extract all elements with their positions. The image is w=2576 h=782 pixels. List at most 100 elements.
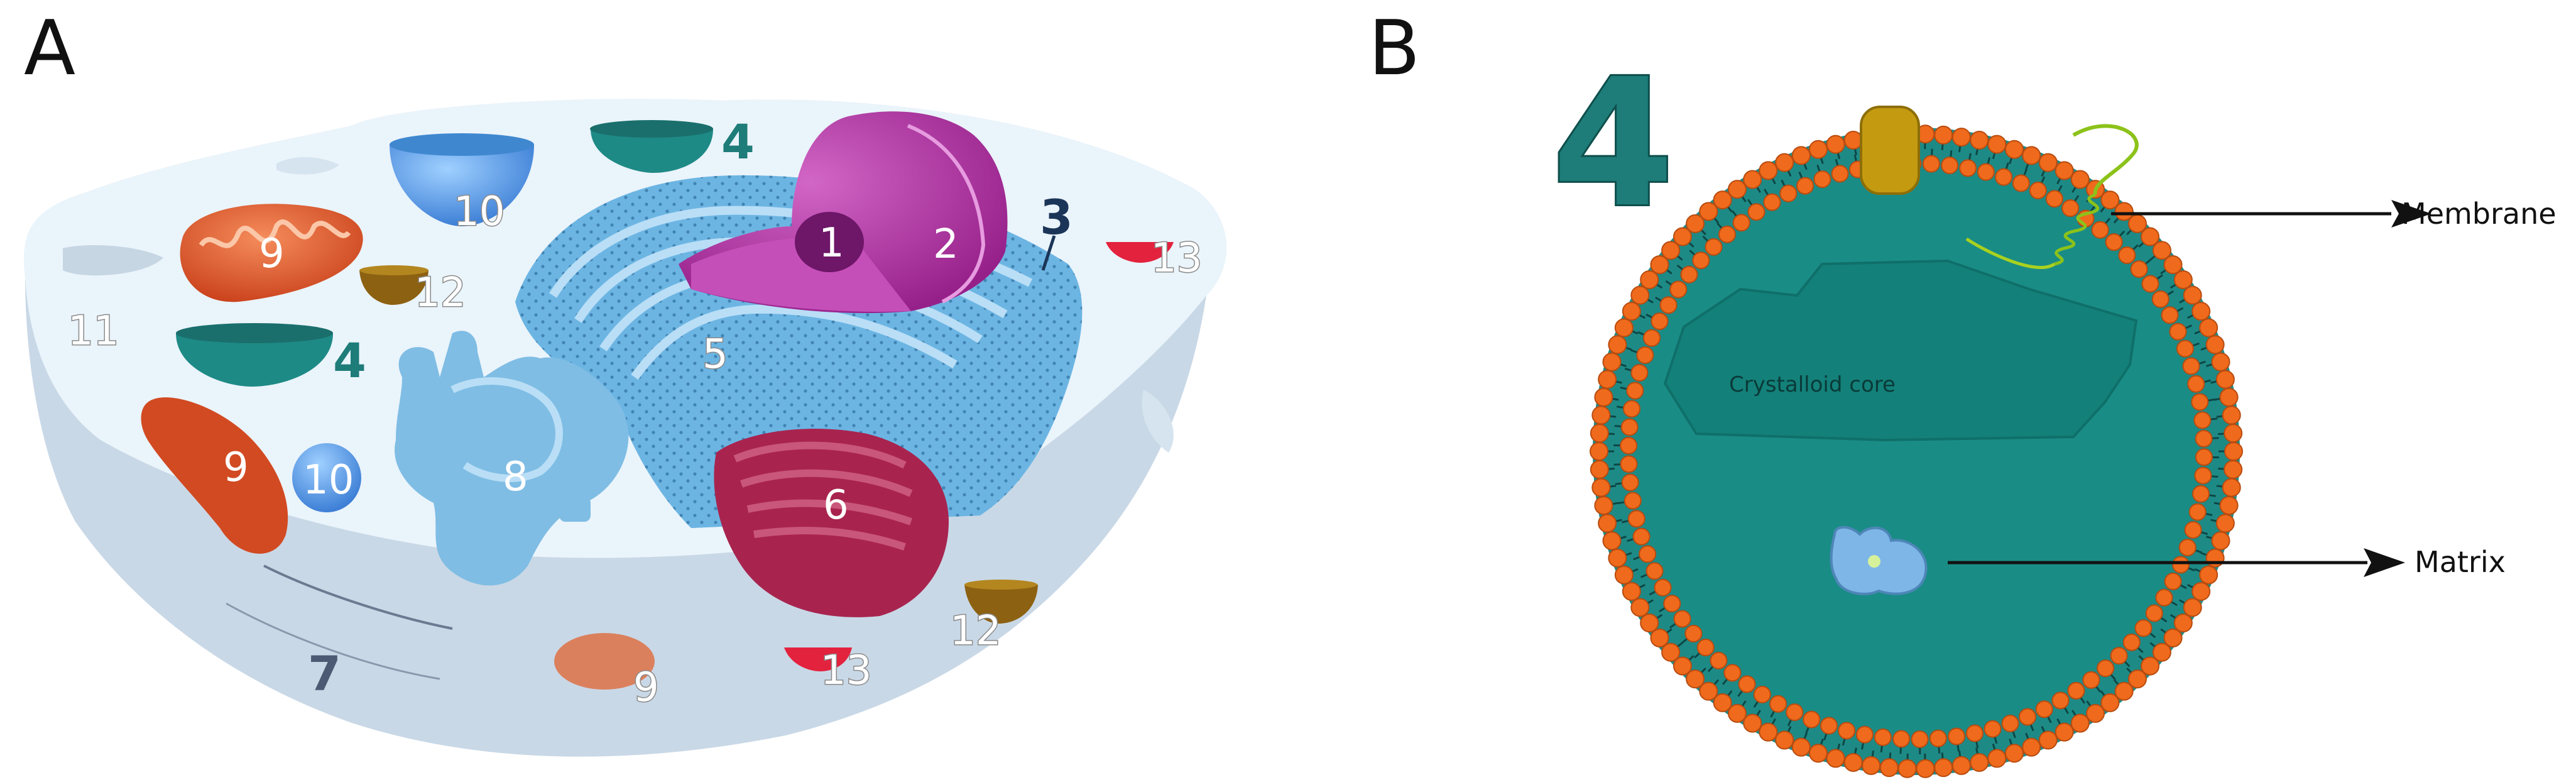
membrane-protein bbox=[1860, 106, 1920, 195]
lipid-head bbox=[2051, 691, 2070, 710]
membrane-label: Membrane bbox=[2401, 197, 2557, 231]
lipid-head bbox=[1696, 638, 1715, 656]
lipid-head bbox=[2183, 285, 2202, 305]
lipid-head bbox=[1769, 695, 1787, 713]
lipid-head bbox=[2224, 460, 2243, 479]
lipid-head bbox=[1630, 598, 1650, 617]
lipid-head bbox=[1621, 473, 1639, 492]
label-centrosome-top: 13 bbox=[1151, 235, 1202, 282]
lipid-head bbox=[1916, 759, 1935, 778]
lipid-head bbox=[1608, 335, 1627, 355]
lipid-head bbox=[2211, 531, 2230, 551]
lipid-head bbox=[2183, 598, 2202, 617]
lipid-head bbox=[1650, 255, 1669, 275]
lipid-head bbox=[2045, 190, 2063, 208]
lipid-head bbox=[1892, 730, 1911, 748]
lipid-head bbox=[1995, 168, 2013, 186]
lipid-head bbox=[2110, 647, 2128, 665]
lipid-head bbox=[1813, 170, 1831, 189]
lipid-head bbox=[1602, 352, 1622, 372]
lipid-head bbox=[1759, 722, 1778, 742]
lipid-head bbox=[2155, 588, 2173, 607]
lipid-head bbox=[1718, 225, 1736, 243]
lipid-head bbox=[1723, 664, 1742, 682]
lipid-head bbox=[1624, 492, 1642, 510]
label-vacuole-left: 10 bbox=[303, 457, 354, 504]
label-nucleolus: 1 bbox=[819, 220, 844, 267]
peroxisome-big-number: 4 bbox=[1552, 41, 1674, 246]
matrix-label: Matrix bbox=[2415, 545, 2506, 579]
lipid-head bbox=[1713, 190, 1732, 210]
lipid-head bbox=[1686, 669, 1705, 689]
lipid-head bbox=[1630, 363, 1649, 382]
lipid-head bbox=[2191, 393, 2209, 411]
lipid-head bbox=[2122, 633, 2141, 651]
lipid-head bbox=[1591, 405, 1611, 425]
lipid-head bbox=[2105, 233, 2123, 251]
lipid-head bbox=[1692, 251, 1710, 270]
lipid-head bbox=[1826, 135, 1845, 154]
label-mito-top: 9 bbox=[259, 231, 285, 277]
lysosome-bottom bbox=[964, 580, 1038, 624]
lipid-head bbox=[1623, 400, 1641, 418]
lipid-head bbox=[2141, 275, 2159, 293]
panel-a-letter: A bbox=[24, 5, 75, 92]
lipid-head bbox=[2215, 370, 2235, 389]
lipid-head bbox=[1651, 312, 1669, 331]
lipid-head bbox=[1727, 703, 1747, 723]
lipid-head bbox=[1663, 595, 1681, 613]
lipid-head bbox=[2082, 671, 2100, 689]
lipid-head bbox=[2035, 700, 2053, 719]
label-nucleus: 2 bbox=[933, 221, 959, 268]
lipid-head bbox=[1897, 759, 1917, 778]
lipid-head bbox=[1590, 460, 1609, 479]
lipid-head bbox=[1713, 693, 1732, 712]
lipid-head bbox=[1598, 370, 1617, 389]
lipid-head bbox=[2219, 496, 2239, 515]
lipid-head bbox=[1934, 758, 1953, 778]
lipid-head bbox=[1620, 418, 1639, 436]
lipid-head bbox=[1686, 214, 1705, 233]
lipid-head bbox=[1763, 193, 1781, 211]
panel-b: B 4 Crystalloid core bbox=[1368, 5, 2557, 778]
lipid-head bbox=[2211, 352, 2230, 372]
lipid-head bbox=[1951, 128, 1971, 147]
label-golgi: 6 bbox=[823, 482, 849, 529]
lipid-head bbox=[2222, 478, 2241, 497]
lipid-head bbox=[2100, 693, 2120, 712]
lipid-head bbox=[1738, 675, 1756, 693]
lipid-head bbox=[2055, 161, 2074, 180]
lipid-head bbox=[2176, 339, 2194, 358]
lipid-head bbox=[1775, 730, 1794, 750]
lipid-head bbox=[2114, 202, 2134, 221]
lipid-head bbox=[1614, 565, 1634, 585]
lipid-head bbox=[2152, 642, 2171, 662]
lipid-head bbox=[2195, 429, 2213, 448]
lipid-head bbox=[2224, 424, 2243, 443]
matrix-protein bbox=[1830, 526, 1928, 595]
lipid-head bbox=[1673, 227, 1692, 246]
lipid-head bbox=[2091, 221, 2109, 239]
lipid-head bbox=[1699, 681, 1718, 701]
lipid-head bbox=[1626, 382, 1644, 400]
lipid-head bbox=[2215, 514, 2235, 533]
label-vesicle-left: 4 bbox=[333, 333, 366, 388]
lipid-head bbox=[1911, 730, 1929, 748]
lipid-head bbox=[1622, 302, 1641, 321]
lipid-head bbox=[1987, 135, 2007, 154]
peroxisome: Crystalloid core Membrane Matrix bbox=[1590, 106, 2557, 778]
label-mito-left: 9 bbox=[223, 444, 249, 491]
lipid-head bbox=[2018, 708, 2036, 726]
lipid-head bbox=[2086, 703, 2105, 723]
lipid-head bbox=[1977, 163, 1995, 181]
lipid-head bbox=[1791, 146, 1811, 165]
lipid-head bbox=[1753, 685, 1771, 703]
lipid-head bbox=[1879, 758, 1899, 778]
lipid-head bbox=[2152, 241, 2171, 260]
lipid-head bbox=[2163, 628, 2183, 647]
lipid-head bbox=[2097, 659, 2115, 678]
lipid-head bbox=[1669, 280, 1688, 299]
lipid-head bbox=[2141, 656, 2160, 676]
lipid-head bbox=[1747, 203, 1766, 221]
lipid-head bbox=[1650, 628, 1669, 647]
